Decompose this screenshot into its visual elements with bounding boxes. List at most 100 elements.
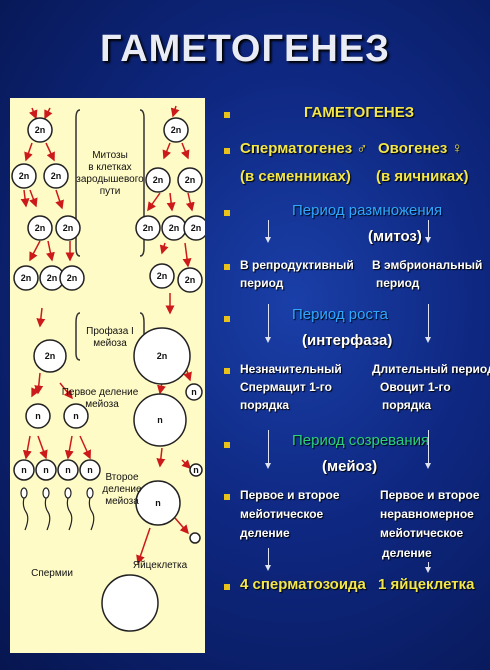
arrow-line — [268, 548, 269, 566]
growth-left-3: порядка — [240, 398, 290, 412]
label-prophase-2: мейоза — [93, 338, 127, 349]
svg-text:2n: 2n — [63, 223, 74, 233]
spermatogenesis-label: Сперматогенез ♂ — [240, 140, 368, 157]
svg-text:2n: 2n — [21, 273, 32, 283]
bullet-icon — [224, 112, 230, 118]
svg-text:2n: 2n — [153, 175, 164, 185]
label-mitosis-3: зародышевого — [76, 174, 144, 185]
arrow-line — [268, 220, 269, 238]
bullet-icon — [224, 210, 230, 216]
list-heading: ГАМЕТОГЕНЕЗ — [304, 104, 415, 121]
arrow-line — [428, 220, 429, 238]
label-second-division-3: мейоза — [105, 496, 139, 507]
svg-text:2n: 2n — [143, 223, 154, 233]
svg-text:2n: 2n — [171, 125, 182, 135]
arrow-line — [268, 304, 269, 338]
svg-text:2n: 2n — [185, 175, 196, 185]
label-mitosis-1: Митозы — [92, 150, 128, 161]
svg-text:n: n — [43, 465, 49, 475]
in-ovaries-label: (в яичниках) — [376, 168, 469, 185]
mat-right-2: неравномерное — [380, 507, 474, 521]
svg-text:n: n — [65, 465, 71, 475]
arrow-down-icon — [425, 237, 431, 243]
label-mitosis-4: пути — [100, 186, 121, 197]
oogenesis-label: Овогенез ♀ — [378, 140, 463, 157]
mitosis-label: (митоз) — [368, 228, 422, 245]
bullet-icon — [224, 368, 230, 374]
mat-right-1: Первое и второе — [380, 488, 480, 502]
page-title: ГАМЕТОГЕНЕЗ — [100, 28, 390, 70]
arrow-line — [428, 430, 429, 464]
svg-text:2n: 2n — [45, 351, 56, 361]
in-testes-label: (в семенниках) — [240, 168, 351, 185]
svg-text:n: n — [157, 415, 163, 425]
bullet-icon — [224, 442, 230, 448]
repro-right-1: В эмбриональный — [372, 258, 483, 272]
growth-left-2: Спермацит 1-го — [240, 380, 332, 394]
label-second-division-1: Второе — [105, 472, 138, 483]
result-left: 4 сперматозоида — [240, 576, 366, 593]
arrow-down-icon — [425, 463, 431, 469]
label-egg: Яйцеклетка — [133, 560, 188, 571]
growth-right-1: Длительный период — [372, 362, 490, 376]
mat-left-3: деление — [240, 526, 290, 540]
arrow-line — [428, 562, 429, 568]
label-prophase-1: Профаза I — [86, 325, 134, 337]
diagram-svg: 2n 2n 2n 2n 2n 2n 2n 2n 2n n n n n n n 2… — [11, 105, 205, 632]
svg-text:n: n — [87, 465, 93, 475]
svg-text:n: n — [35, 411, 41, 421]
svg-text:n: n — [73, 411, 79, 421]
repro-left-1: В репродуктивный — [240, 258, 354, 272]
svg-text:n: n — [155, 498, 161, 508]
bullet-icon — [224, 264, 230, 270]
arrow-down-icon — [425, 567, 431, 573]
label-mitosis-2: в клетках — [88, 162, 131, 173]
arrow-line — [268, 430, 269, 464]
label-first-division-1: Первое деление — [62, 387, 139, 398]
svg-text:2n: 2n — [185, 275, 196, 285]
mat-left-2: мейотическое — [240, 507, 324, 521]
period-reproduction-label: Период размножения — [292, 202, 443, 219]
svg-text:n: n — [191, 387, 197, 397]
mat-right-3: мейотическое — [380, 526, 464, 540]
svg-text:2n: 2n — [19, 171, 30, 181]
arrow-down-icon — [265, 463, 271, 469]
period-growth-label: Период роста — [292, 306, 389, 323]
arrow-down-icon — [265, 237, 271, 243]
bullet-icon — [224, 316, 230, 322]
arrow-line — [428, 304, 429, 338]
svg-text:2n: 2n — [35, 125, 46, 135]
mat-right-4: деление — [382, 546, 432, 560]
svg-text:2n: 2n — [169, 223, 180, 233]
label-sperm: Спермии — [31, 568, 73, 579]
label-first-division-2: мейоза — [85, 399, 119, 410]
repro-left-2: период — [240, 276, 284, 290]
svg-text:2n: 2n — [191, 223, 202, 233]
mat-left-1: Первое и второе — [240, 488, 340, 502]
svg-text:2n: 2n — [35, 223, 46, 233]
svg-text:2n: 2n — [47, 273, 58, 283]
svg-text:2n: 2n — [157, 271, 168, 281]
repro-right-2: период — [376, 276, 420, 290]
svg-text:2n: 2n — [51, 171, 62, 181]
bullet-icon — [224, 584, 230, 590]
bullet-icon — [224, 148, 230, 154]
arrow-down-icon — [425, 337, 431, 343]
interphase-label: (интерфаза) — [302, 332, 393, 349]
growth-right-3: порядка — [382, 398, 432, 412]
growth-left-1: Незначительный — [240, 362, 342, 376]
period-maturation-label: Период созревания — [292, 432, 430, 449]
growth-right-2: Овоцит 1-го — [380, 380, 451, 394]
svg-text:2n: 2n — [157, 351, 168, 361]
label-second-division-2: деление — [102, 484, 142, 495]
gametogenesis-diagram: 2n 2n 2n 2n 2n 2n 2n 2n 2n n n n n n n 2… — [10, 98, 205, 653]
svg-text:n: n — [21, 465, 27, 475]
arrow-down-icon — [265, 565, 271, 571]
svg-text:n: n — [193, 465, 199, 475]
meiosis-label: (мейоз) — [322, 458, 378, 475]
bullet-icon — [224, 494, 230, 500]
svg-text:2n: 2n — [67, 273, 78, 283]
result-right: 1 яйцеклетка — [378, 576, 475, 593]
arrow-down-icon — [265, 337, 271, 343]
